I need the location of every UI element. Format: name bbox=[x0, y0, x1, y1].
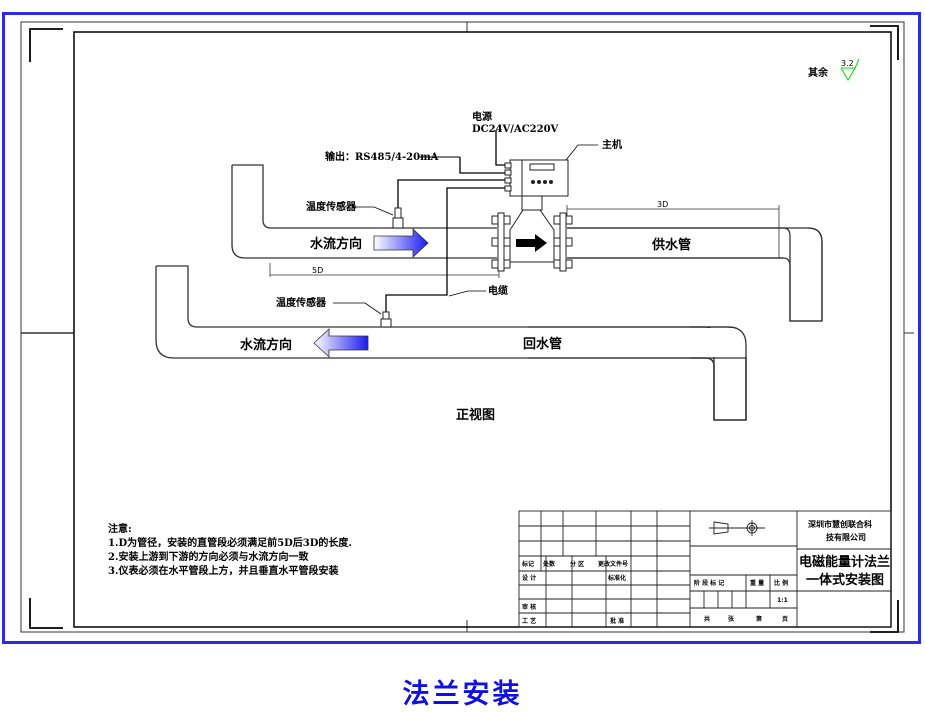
tb-scale: 1:1 bbox=[777, 597, 788, 604]
flowmeter-buttons bbox=[531, 180, 553, 184]
temp-sensor-upper bbox=[392, 207, 404, 229]
host-leader bbox=[565, 144, 598, 161]
caption: 法兰安装 bbox=[402, 679, 523, 710]
tb-standardization: 标准化 bbox=[607, 574, 626, 582]
return-pipe-elbow bbox=[690, 326, 747, 421]
notes-title: 注意: bbox=[108, 522, 132, 535]
cable-label: 电缆 bbox=[488, 284, 508, 297]
company-name-line2: 技有限公司 bbox=[826, 532, 866, 542]
temp-sensor-label-lower: 温度传感器 bbox=[276, 296, 327, 309]
dimension-lines bbox=[269, 205, 780, 278]
power-spec: DC24V/AC220V bbox=[472, 124, 559, 135]
note-item: 2.安装上游到下游的方向必须与水流方向一致 bbox=[108, 550, 309, 563]
tb-count: 处数 bbox=[542, 560, 556, 568]
sheet-border bbox=[20, 21, 914, 633]
title-block bbox=[518, 510, 892, 628]
tb-scale-header: 比 例 bbox=[774, 579, 788, 587]
supply-pipe-right bbox=[567, 227, 823, 322]
tb-design: 设 计 bbox=[522, 574, 536, 582]
mask bbox=[700, 328, 760, 357]
cable-leader bbox=[448, 290, 486, 297]
drawing-title-line2: 一体式安装图 bbox=[806, 572, 884, 588]
temp-sensor-label-upper: 温度传感器 bbox=[306, 200, 357, 213]
title-block-text: 标记 处数 分 区 更改文件号 设 计 标准化 审 核 工 艺 批 准 阶 段 … bbox=[521, 519, 890, 625]
tb-change-doc: 更改文件号 bbox=[598, 560, 628, 568]
view-title: 正视图 bbox=[456, 407, 495, 423]
finish-triangle-icon bbox=[840, 67, 856, 81]
temp-sensor-leader bbox=[333, 302, 382, 315]
surface-finish-label: 其余 bbox=[808, 66, 829, 79]
return-pipe-label: 回水管 bbox=[523, 336, 562, 352]
supply-pipe-label: 供水管 bbox=[651, 237, 691, 253]
power-label: 电源 bbox=[472, 110, 492, 123]
projection-symbol-icon bbox=[709, 520, 765, 536]
surface-finish-value: 3.2 bbox=[841, 59, 854, 68]
company-name-line1: 深圳市慧创联合科 bbox=[808, 519, 872, 529]
flow-direction-label-return: 水流方向 bbox=[240, 337, 292, 353]
drawing-title-line1: 电磁能量计法兰 bbox=[799, 554, 890, 570]
tb-total: 共 bbox=[704, 615, 710, 623]
flow-direction-arrow-right-icon bbox=[373, 228, 429, 258]
surface-finish-symbol: 其余 3.2 bbox=[808, 58, 860, 81]
tb-weight: 重 量 bbox=[750, 579, 764, 587]
tb-mark: 标记 bbox=[521, 560, 534, 568]
tb-number: 第 bbox=[755, 615, 762, 623]
wiring bbox=[385, 130, 505, 312]
flow-direction-label-supply: 水流方向 bbox=[310, 236, 362, 252]
inner-border bbox=[73, 31, 892, 628]
drawing-frame bbox=[2, 12, 921, 644]
tb-process: 工 艺 bbox=[522, 617, 536, 625]
flow-arrow-icon bbox=[516, 234, 547, 252]
note-item: 1.D为管径，安装的直管段必须满足前5D后3D的长度. bbox=[108, 536, 352, 549]
output-label: 输出：RS485/4-20mA bbox=[325, 150, 439, 163]
tb-sheets: 张 bbox=[728, 615, 735, 623]
flow-direction-arrow-left-icon bbox=[313, 328, 369, 358]
temp-sensor-leader bbox=[352, 206, 394, 216]
tb-zone: 分 区 bbox=[570, 560, 584, 568]
temp-sensor-lower bbox=[380, 311, 392, 328]
tb-stage-mark: 阶 段 标 记 bbox=[694, 579, 724, 587]
tb-page: 页 bbox=[782, 615, 788, 623]
corner-marks bbox=[29, 25, 899, 633]
tb-review: 审 核 bbox=[522, 603, 536, 611]
dim-3d: 3D bbox=[657, 200, 668, 209]
flowmeter bbox=[491, 159, 573, 272]
note-item: 3.仪表必须在水平管段上方，并且垂直水平管段安装 bbox=[108, 564, 338, 577]
notes: 注意: 1.D为管径，安装的直管段必须满足前5D后3D的长度. 2.安装上游到下… bbox=[108, 522, 352, 577]
tb-approve: 批 准 bbox=[610, 617, 624, 625]
host-label: 主机 bbox=[602, 138, 622, 151]
dim-5d: 5D bbox=[312, 266, 323, 275]
